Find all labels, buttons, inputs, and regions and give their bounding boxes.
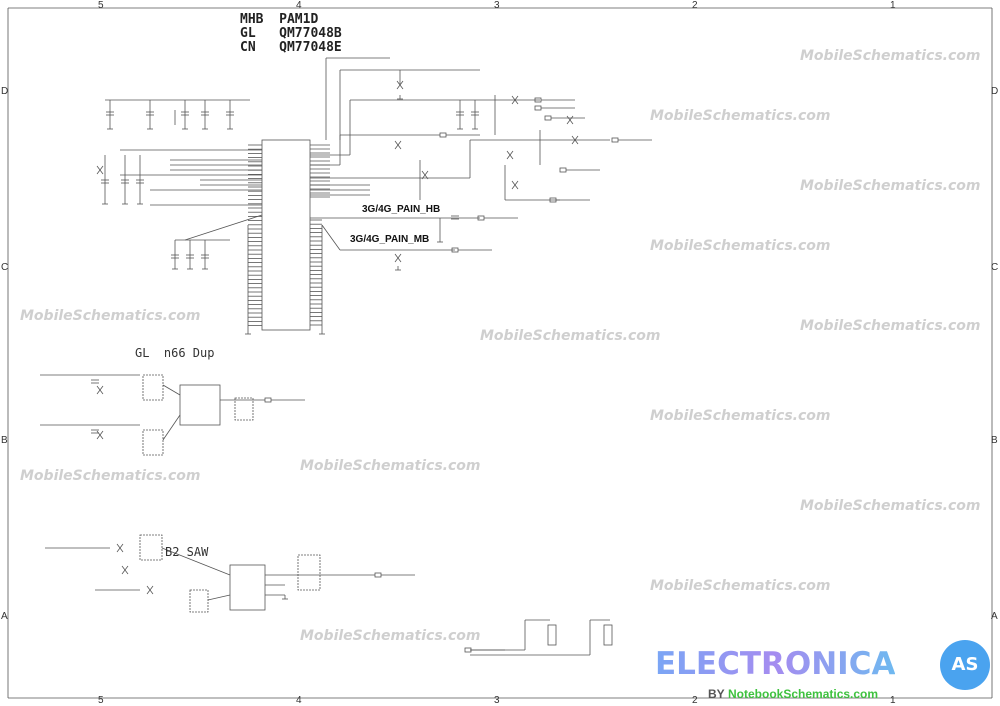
net-port bbox=[559, 167, 567, 173]
filter-component bbox=[142, 374, 164, 401]
dnp-mark bbox=[146, 585, 154, 595]
grid-row-d-right: D bbox=[991, 86, 999, 97]
grid-row-a-right: A bbox=[991, 611, 998, 622]
grid-col-2-bottom: 2 bbox=[692, 695, 698, 706]
watermark-text: MobileSchematics.com bbox=[800, 318, 981, 334]
logo-byline: BY NotebookSchematics.com bbox=[708, 687, 878, 701]
grid-col-3-bottom: 3 bbox=[494, 695, 500, 706]
dnp-mark bbox=[566, 115, 574, 125]
net-port bbox=[534, 105, 542, 111]
dnp-mark bbox=[511, 95, 519, 105]
b2-saw-filter bbox=[229, 564, 266, 611]
net-port bbox=[611, 137, 619, 143]
grid-row-b-left: B bbox=[1, 435, 8, 446]
rf-connector bbox=[547, 624, 557, 646]
dnp-mark bbox=[394, 253, 402, 263]
dnp-mark bbox=[96, 385, 104, 395]
net-label-pain-hb: 3G/4G_PAIN_HB bbox=[362, 204, 441, 215]
grid-col-5-top: 5 bbox=[98, 0, 104, 11]
filter-component bbox=[234, 397, 254, 421]
filter-component bbox=[139, 534, 163, 561]
grid-col-5-bottom: 5 bbox=[98, 695, 104, 706]
logo-by: BY bbox=[708, 687, 725, 701]
dnp-mark bbox=[121, 565, 129, 575]
filter-component bbox=[297, 554, 321, 591]
grid-col-2-top: 2 bbox=[692, 0, 698, 11]
dnp-mark bbox=[571, 135, 579, 145]
watermark-text: MobileSchematics.com bbox=[650, 578, 831, 594]
wire bbox=[161, 547, 231, 576]
logo-site: NotebookSchematics.com bbox=[728, 687, 879, 701]
dnp-mark bbox=[511, 180, 519, 190]
watermark-text: MobileSchematics.com bbox=[300, 628, 481, 644]
net-port bbox=[544, 115, 552, 121]
grid-row-d-left: D bbox=[1, 86, 9, 97]
watermark-text: MobileSchematics.com bbox=[800, 48, 981, 64]
pa-module-ic bbox=[261, 139, 311, 331]
grid-col-1-bottom: 1 bbox=[890, 695, 896, 706]
net-label-pain-mb: 3G/4G_PAIN_MB bbox=[350, 234, 430, 245]
watermark-text: MobileSchematics.com bbox=[20, 468, 201, 484]
dnp-mark bbox=[506, 150, 514, 160]
grid-col-4-top: 4 bbox=[296, 0, 302, 11]
wire bbox=[162, 414, 181, 441]
watermark-text: MobileSchematics.com bbox=[800, 498, 981, 514]
section-title-b2-saw: B2 SAW bbox=[165, 545, 209, 559]
grid-row-b-right: B bbox=[991, 435, 998, 446]
wire bbox=[207, 594, 231, 601]
net-port bbox=[374, 572, 382, 578]
header-line-mhb: MHB PAM1D bbox=[240, 12, 319, 27]
header-line-gl: GL QM77048B bbox=[240, 26, 342, 41]
watermark-text: MobileSchematics.com bbox=[650, 408, 831, 424]
wire bbox=[184, 214, 263, 241]
n66-duplexer bbox=[179, 384, 221, 426]
rf-connector bbox=[603, 624, 613, 646]
grid-col-4-bottom: 4 bbox=[296, 695, 302, 706]
grid-col-1-top: 1 bbox=[890, 0, 896, 11]
watermark-text: MobileSchematics.com bbox=[20, 308, 201, 324]
grid-row-a-left: A bbox=[1, 611, 8, 622]
dnp-mark bbox=[394, 140, 402, 150]
electronica-logo: ELECTRONICA bbox=[655, 646, 896, 682]
wire bbox=[162, 384, 181, 396]
filter-component bbox=[189, 589, 209, 613]
wire bbox=[321, 224, 341, 251]
watermark-text: MobileSchematics.com bbox=[480, 328, 661, 344]
net-port bbox=[264, 397, 272, 403]
watermark-text: MobileSchematics.com bbox=[800, 178, 981, 194]
watermark-text: MobileSchematics.com bbox=[650, 108, 831, 124]
grid-row-c-right: C bbox=[991, 262, 999, 273]
section-title-n66-dup: GL n66 Dup bbox=[135, 346, 215, 360]
dnp-mark bbox=[96, 165, 104, 175]
grid-row-c-left: C bbox=[1, 262, 9, 273]
watermark-text: MobileSchematics.com bbox=[300, 458, 481, 474]
net-port bbox=[439, 132, 447, 138]
watermark-text: MobileSchematics.com bbox=[650, 238, 831, 254]
dnp-mark bbox=[421, 170, 429, 180]
dnp-mark bbox=[116, 543, 124, 553]
filter-component bbox=[142, 429, 164, 456]
dnp-mark bbox=[96, 430, 104, 440]
grid-col-3-top: 3 bbox=[494, 0, 500, 11]
header-line-cn: CN QM77048E bbox=[240, 40, 342, 55]
logo-badge: AS bbox=[940, 640, 990, 690]
